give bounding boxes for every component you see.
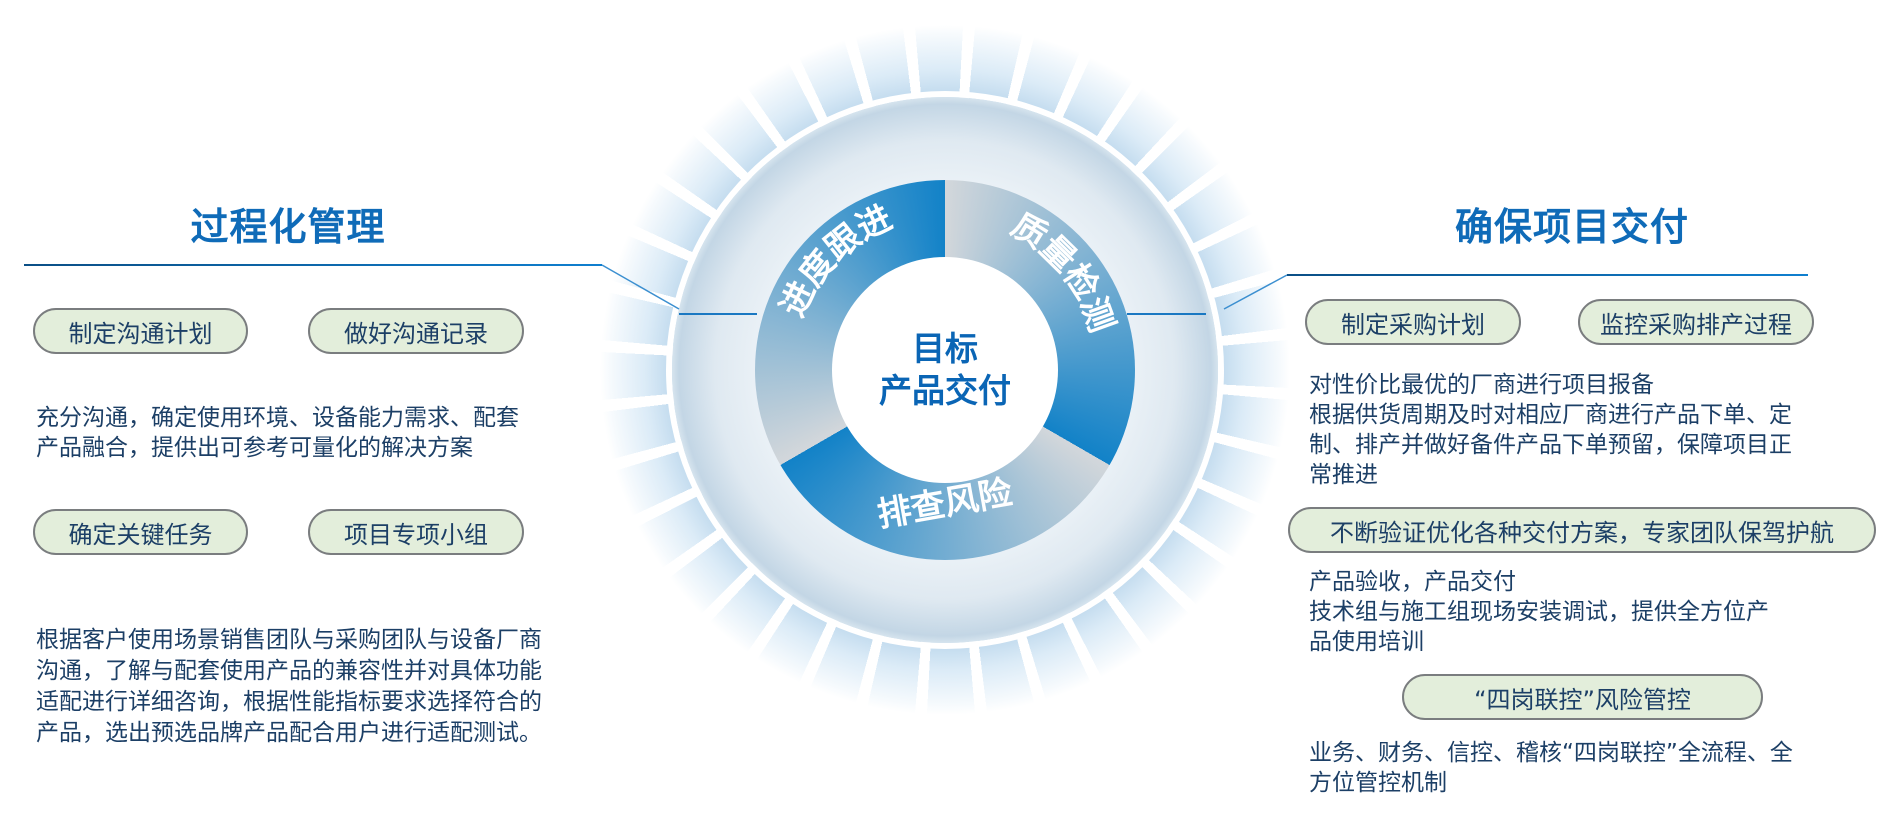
pill-key-tasks[interactable]: 确定关键任务 [33,509,248,555]
text-line: 根据供货周期及时对相应厂商进行产品下单、定 [1309,402,1792,428]
pill-verify-delivery[interactable]: 不断验证优化各种交付方案，专家团队保驾护航 [1288,507,1876,553]
left-connector-diagonal [601,264,680,310]
pill-four-post-control[interactable]: “四岗联控”风险管控 [1402,674,1763,720]
right-title-underline [1287,274,1808,276]
right-connector-diagonal [1223,274,1288,310]
right-paragraph-2: 产品验收，产品交付 技术组与施工组现场安装调试，提供全方位产 品使用培训 [1309,567,1769,657]
text-line: 沟通，了解与配套使用产品的兼容性并对具体功能 [36,658,542,684]
pill-project-team[interactable]: 项目专项小组 [308,509,524,555]
pill-communication-record[interactable]: 做好沟通记录 [308,308,524,354]
pill-monitor-production[interactable]: 监控采购排产过程 [1578,299,1814,345]
segment-label-risk: 排查风险 [874,472,1016,535]
center-title-line1: 目标 [912,329,978,368]
text-line: 常推进 [1309,462,1378,488]
text-line: 适配进行详细咨询，根据性能指标要求选择符合的 [36,689,542,715]
segment-label-progress: 进度跟进 [773,198,898,323]
left-paragraph-1: 充分沟通，确定使用环境、设备能力需求、配套 产品融合，提供出可参考可量化的解决方… [36,403,519,463]
left-paragraph-2: 根据客户使用场景销售团队与采购团队与设备厂商 沟通，了解与配套使用产品的兼容性并… [36,625,542,749]
center-title-line2: 产品交付 [879,371,1011,410]
text-line: 技术组与施工组现场安装调试，提供全方位产 [1309,599,1769,625]
text-line: 制、排产并做好备件产品下单预留，保障项目正 [1309,432,1792,458]
pill-procurement-plan[interactable]: 制定采购计划 [1305,299,1521,345]
text-line: 产品验收，产品交付 [1309,569,1516,595]
text-line: 对性价比最优的厂商进行项目报备 [1309,372,1654,398]
left-section-title: 过程化管理 [190,205,386,249]
text-line: 业务、财务、信控、稽核“四岗联控”全流程、全 [1309,740,1793,766]
center-circle: 目标 产品交付 [832,257,1058,483]
left-title-underline [24,264,602,266]
right-paragraph-1: 对性价比最优的厂商进行项目报备 根据供货周期及时对相应厂商进行产品下单、定 制、… [1309,370,1792,490]
text-line: 根据客户使用场景销售团队与采购团队与设备厂商 [36,627,542,653]
text-line: 充分沟通，确定使用环境、设备能力需求、配套 [36,405,519,431]
text-line: 方位管控机制 [1309,770,1447,796]
right-paragraph-3: 业务、财务、信控、稽核“四岗联控”全流程、全 方位管控机制 [1309,738,1793,798]
text-line: 品使用培训 [1309,629,1424,655]
text-line: 产品，选出预选品牌产品配合用户进行适配测试。 [36,720,542,746]
text-line: 产品融合，提供出可参考可量化的解决方案 [36,435,473,461]
right-section-title: 确保项目交付 [1454,205,1690,249]
segment-label-quality: 质量检测 [1004,205,1121,337]
pill-communication-plan[interactable]: 制定沟通计划 [33,308,248,354]
